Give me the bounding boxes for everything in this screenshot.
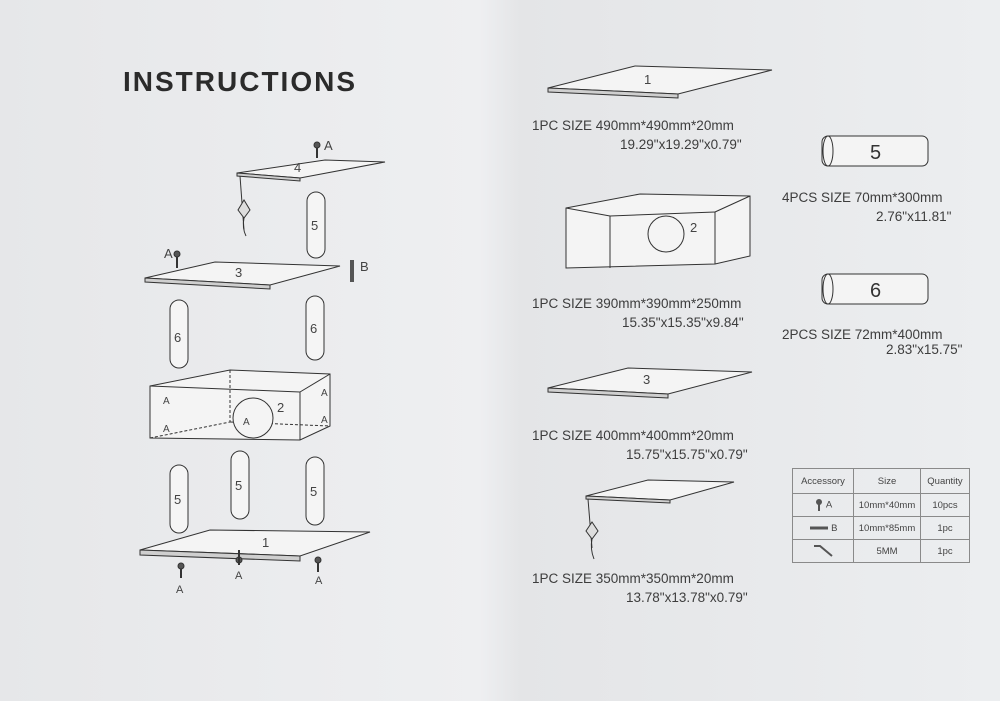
label-a: A [176, 584, 184, 596]
part-1-illustration: 1 [547, 65, 773, 99]
label-post-5: 5 [310, 484, 317, 499]
label-a: A [243, 417, 250, 428]
post-5-left [169, 464, 189, 534]
label-box-2: 2 [277, 400, 284, 415]
label-board-1: 1 [262, 535, 269, 550]
part-6-illustration: 6 [821, 273, 929, 305]
header-size: Size [853, 468, 921, 494]
table-row: B 10mm*85mm 1pc [792, 516, 970, 540]
label-part-6: 6 [870, 280, 881, 302]
part-4-illustration [585, 479, 735, 560]
label-a: A [163, 424, 170, 435]
label-a: A [163, 396, 170, 407]
spec-part-2: 1PC SIZE 390mm*390mm*250mm 15.35"x15.35"… [532, 296, 744, 330]
post-5-top [306, 191, 326, 259]
part-2-illustration: 2 [565, 193, 751, 269]
exploded-assembly-diagram: A 4 5 A 3 B 6 6 2 A A A A A 5 5 5 1 A A … [139, 138, 386, 596]
label-board-4: 4 [294, 160, 301, 175]
table-row: A 10mm*40mm 10pcs [792, 493, 970, 517]
label-post-6: 6 [310, 321, 317, 336]
screw-a-icon [177, 562, 185, 578]
page-title: INSTRUCTIONS [123, 66, 357, 97]
accessory-a-cell: A [792, 493, 854, 517]
spec-part-4: 1PC SIZE 350mm*350mm*20mm 13.78"x13.78"x… [532, 571, 748, 605]
spec-part-6: 2PCS SIZE 72mm*400mm 2.83"x15.75" [782, 327, 963, 357]
label-part-2: 2 [690, 220, 697, 235]
label-a: A [321, 388, 328, 399]
post-6-left [169, 299, 189, 369]
label-a: A [324, 138, 333, 153]
label-a: A [164, 246, 173, 261]
label-post-5: 5 [235, 478, 242, 493]
screw-icon [815, 499, 822, 511]
label-post-6: 6 [174, 330, 181, 345]
header-quantity: Quantity [920, 468, 970, 494]
label-part-1: 1 [644, 72, 651, 87]
accessory-wrench-cell [792, 539, 854, 563]
spec-part-1: 1PC SIZE 490mm*490mm*20mm 19.29"x19.29"x… [532, 118, 742, 152]
table-row: 5MM 1pc [792, 539, 970, 563]
label-post-5: 5 [311, 218, 318, 233]
post-6-right [305, 295, 325, 361]
part-5-illustration: 5 [821, 135, 929, 167]
allen-key-icon [814, 545, 833, 557]
accessory-b-cell: B [792, 516, 854, 540]
accessory-table: Accessory Size Quantity A 10mm*40mm 10pc… [792, 468, 970, 563]
spec-part-5: 4PCS SIZE 70mm*300mm 2.76"x11.81" [782, 190, 952, 224]
part-3-illustration: 3 [547, 367, 753, 399]
spec-part-3: 1PC SIZE 400mm*400mm*20mm 15.75"x15.75"x… [532, 428, 748, 462]
label-a: A [315, 575, 323, 587]
post-5-middle [230, 450, 250, 520]
screw-a-icon [173, 250, 181, 268]
label-a: A [321, 415, 328, 426]
header-accessory: Accessory [792, 468, 854, 494]
screw-a-icon [235, 550, 243, 565]
screw-a-icon [313, 141, 321, 158]
box-2 [149, 369, 331, 441]
board-4-edge [236, 172, 301, 182]
label-part-3: 3 [643, 372, 650, 387]
bolt-icon [809, 526, 828, 530]
screw-a-icon [314, 556, 322, 572]
post-5-right [305, 456, 325, 526]
label-board-3: 3 [235, 265, 242, 280]
label-a: A [235, 570, 243, 582]
label-post-5: 5 [174, 492, 181, 507]
label-part-5: 5 [870, 142, 881, 164]
label-b: B [360, 259, 369, 274]
